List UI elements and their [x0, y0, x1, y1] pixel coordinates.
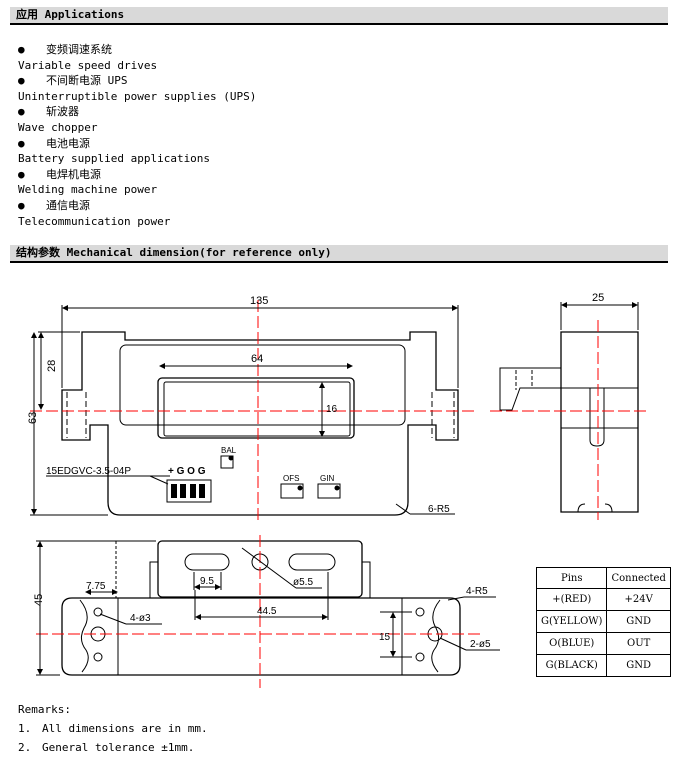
mechanical-section-title: 结构参数 Mechanical dimension(for reference …	[16, 246, 332, 259]
list-item: ● 斩波器 Wave chopper	[18, 104, 256, 135]
dim-16-label: 16	[326, 404, 338, 415]
remark-number: 1.	[18, 722, 32, 735]
remarks: Remarks: 1. All dimensions are in mm. 2. G…	[18, 700, 208, 757]
remark-text: All dimensions are in mm.	[42, 722, 208, 735]
pin-labels: + G O G	[168, 466, 206, 477]
dim-6r5-label: 6-R5	[428, 504, 450, 515]
dim-63-label: 63	[27, 412, 39, 424]
ofs-pad	[280, 483, 304, 499]
connected-cell: OUT	[606, 632, 671, 655]
dim-135-label: 135	[250, 295, 268, 307]
pin-cell: G(BLACK)	[535, 654, 608, 677]
remark-number: 2.	[18, 741, 32, 754]
gin-pad	[317, 483, 341, 499]
application-en: Variable speed drives	[18, 58, 158, 72]
bullet-icon: ●	[18, 198, 25, 212]
table-header-row: Pins Connected	[535, 567, 671, 589]
dim-15-label: 15	[379, 632, 391, 643]
applications-section-title: 应用 Applications	[16, 8, 125, 21]
connected-cell: +24V	[606, 588, 671, 611]
gin-label: GIN	[320, 474, 334, 483]
remark-text: General tolerance ±1mm.	[42, 741, 195, 754]
list-item: 1. All dimensions are in mm.	[18, 719, 208, 738]
application-zh: 不间断电源 UPS	[46, 74, 128, 88]
dim-45-label: 45	[33, 594, 45, 606]
connected-header: Connected	[606, 567, 671, 589]
table-row: G(YELLOW) GND	[535, 610, 671, 633]
mechanical-section-header: 结构参数 Mechanical dimension(for reference …	[10, 245, 668, 263]
list-item: ● 电池电源 Battery supplied applications	[18, 136, 256, 167]
side-view: 25	[490, 292, 650, 520]
dim-95-label: 9.5	[200, 576, 214, 587]
dim-445-label: 44.5	[257, 606, 277, 617]
dim-775-label: 7.75	[86, 581, 106, 592]
application-en: Uninterruptible power supplies (UPS)	[18, 89, 257, 103]
table-row: O(BLUE) OUT	[535, 632, 671, 655]
bal-label: BAL	[221, 446, 237, 455]
pins-header: Pins	[535, 567, 608, 589]
application-zh: 通信电源	[46, 198, 90, 212]
dim-2o5-label: 2-ø5	[470, 639, 491, 650]
application-zh: 斩波器	[46, 105, 79, 119]
application-en: Telecommunication power	[18, 214, 171, 228]
top-view: 135 64 28 63 16 6-R5 15EDGVC-3.5-04P + G…	[27, 295, 478, 520]
list-item: 2. General tolerance ±1mm.	[18, 738, 208, 757]
dim-4o3-label: 4-ø3	[130, 613, 151, 624]
dim-4r5-label: 4-R5	[466, 586, 488, 597]
list-item: ● 变频调速系统 Variable speed drives	[18, 42, 256, 73]
dim-55-label: ø5.5	[293, 577, 313, 588]
pin-cell: G(YELLOW)	[535, 610, 608, 633]
table-row: +(RED) +24V	[535, 588, 671, 611]
application-en: Welding machine power	[18, 183, 158, 197]
list-item: ● 通信电源 Telecommunication power	[18, 198, 256, 229]
applications-list: ● 变频调速系统 Variable speed drives ● 不间断电源 UPS…	[18, 42, 256, 229]
bullet-icon: ●	[18, 167, 25, 181]
pin-cell: O(BLUE)	[535, 632, 608, 655]
bal-trimmer	[220, 455, 234, 469]
bullet-icon: ●	[18, 74, 25, 88]
dim-28-label: 28	[46, 360, 58, 372]
connected-cell: GND	[606, 610, 671, 633]
ofs-label: OFS	[283, 474, 299, 483]
connector-body	[166, 479, 212, 503]
mechanical-drawing: 135 64 28 63 16 6-R5 15EDGVC-3.5-04P + G…	[27, 292, 650, 688]
dim-25-label: 25	[592, 292, 604, 304]
application-zh: 电池电源	[46, 136, 90, 150]
list-item: ● 不间断电源 UPS Uninterruptible power supplie…	[18, 73, 256, 104]
application-zh: 电焊机电源	[46, 167, 101, 181]
application-en: Battery supplied applications	[18, 152, 211, 166]
bottom-view: 45 7.75 9.5 ø5.5 44.5 4-ø3 4-R5 2-ø5 15	[33, 535, 500, 688]
applications-section-header: 应用 Applications	[10, 7, 668, 25]
table-row: G(BLACK) GND	[535, 654, 671, 677]
connected-cell: GND	[606, 654, 671, 677]
list-item: ● 电焊机电源 Welding machine power	[18, 167, 256, 198]
connector-label: 15EDGVC-3.5-04P	[46, 466, 131, 477]
application-en: Wave chopper	[18, 120, 98, 134]
remarks-title: Remarks:	[18, 703, 71, 716]
pins-table: Pins Connected +(RED) +24V G(YELLOW) GND…	[535, 567, 671, 677]
bullet-icon: ●	[18, 105, 25, 119]
application-zh: 变频调速系统	[46, 43, 112, 56]
dim-64-label: 64	[251, 353, 263, 365]
bullet-icon: ●	[18, 136, 25, 150]
pin-cell: +(RED)	[535, 588, 608, 611]
bullet-icon: ●	[18, 43, 25, 56]
